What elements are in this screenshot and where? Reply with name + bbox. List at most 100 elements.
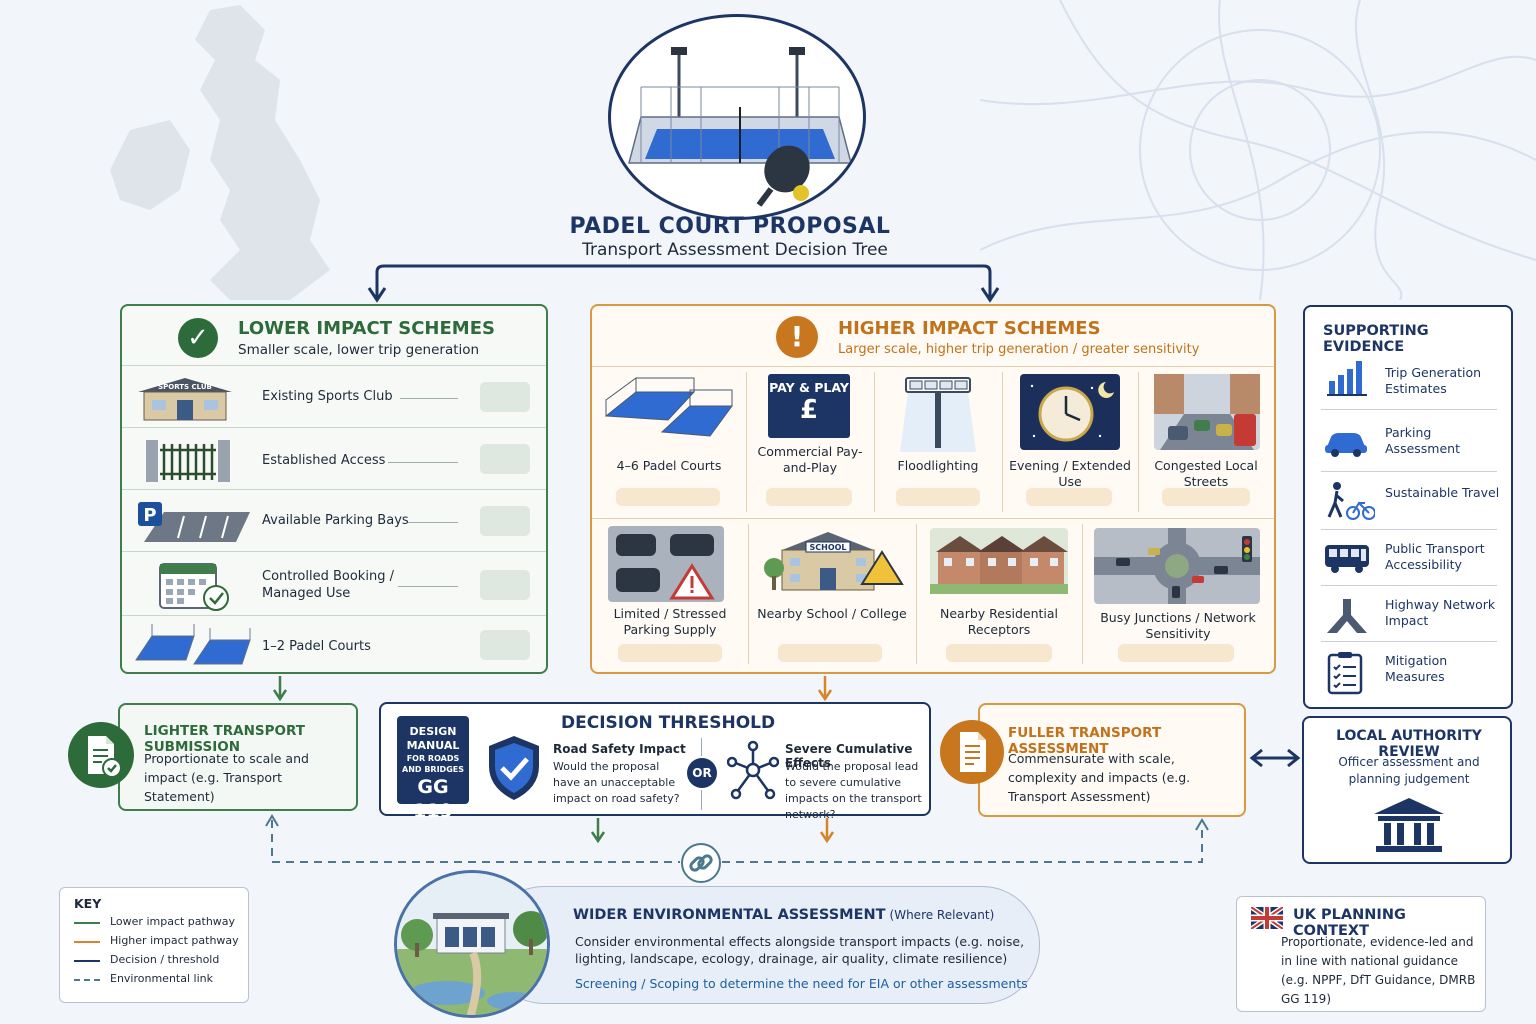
uk-planning-context-box: UK PLANNING CONTEXT Proportionate, evide… [1236, 896, 1486, 1012]
uk-map-background [90, 0, 350, 310]
lower-item-rule [398, 586, 458, 587]
link-icon [681, 843, 721, 883]
environmental-title-text: WIDER ENVIRONMENTAL ASSESSMENT [573, 907, 886, 923]
higher-item-parking-supply: Limited / Stressed Parking Supply [592, 524, 748, 672]
key-legend: KEY Lower impact pathway Higher impact p… [59, 887, 249, 1003]
lower-item-access: Established Access [122, 428, 546, 490]
supporting-divider [1321, 585, 1497, 586]
lower-item-courts: 1–2 Padel Courts [122, 616, 546, 672]
supporting-item-label: Trip Generation Estimates [1385, 365, 1505, 397]
uk-planning-text: Proportionate, evidence-led and in line … [1281, 933, 1481, 1009]
sports-club-sign: SPORTS CLUB [158, 383, 212, 391]
supporting-item-label: Mitigation Measures [1385, 653, 1505, 685]
key-swatch-dashed [74, 979, 100, 981]
padel-complex-icon [602, 376, 736, 442]
lower-impact-title: LOWER IMPACT SCHEMES [238, 318, 495, 339]
hero-illustration [608, 14, 866, 220]
car-icon [1323, 427, 1369, 457]
higher-impact-title: HIGHER IMPACT SCHEMES [838, 318, 1101, 339]
clock-icon [1020, 374, 1120, 450]
higher-item-box [618, 644, 722, 662]
lower-item-sports-club: SPORTS CLUB Existing Sports Club [122, 366, 546, 428]
padel-court-icon [611, 17, 866, 220]
higher-item-label: Floodlighting [874, 458, 1002, 474]
manual-line: AND BRIDGES [397, 764, 469, 775]
fuller-assessment-text: Commensurate with scale, complexity and … [1008, 749, 1244, 806]
manual-line: FOR ROADS [397, 753, 469, 764]
environmental-assessment-box: WIDER ENVIRONMENTAL ASSESSMENT (Where Rel… [486, 886, 1040, 1004]
higher-item-residential: Nearby Residential Receptors [916, 524, 1082, 672]
manual-line: MANUAL [397, 739, 469, 753]
or-divider [701, 738, 702, 756]
landscape-icon [397, 873, 550, 1018]
lower-impact-panel: ✓ LOWER IMPACT SCHEMES Smaller scale, lo… [120, 304, 548, 674]
higher-impact-panel: ! HIGHER IMPACT SCHEMES Larger scale, hi… [590, 304, 1276, 674]
decision-threshold-box: DECISION THRESHOLD DESIGN MANUAL FOR ROA… [379, 702, 931, 816]
higher-item-box [778, 644, 882, 662]
lower-item-rule [408, 522, 458, 523]
supporting-evidence-panel: SUPPORTING EVIDENCE Trip Generation Esti… [1303, 305, 1513, 709]
or-badge: OR [687, 758, 717, 788]
landscape-illustration [394, 870, 550, 1018]
key-swatch-green [74, 922, 100, 924]
sports-club-icon: SPORTS CLUB [132, 374, 238, 422]
bus-icon [1323, 543, 1371, 573]
higher-item-label: Congested Local Streets [1138, 458, 1274, 490]
environmental-title: WIDER ENVIRONMENTAL ASSESSMENT (Where Rel… [573, 907, 994, 923]
higher-item-box [1026, 488, 1112, 506]
higher-item-label: Nearby Residential Receptors [916, 606, 1082, 638]
higher-item-label: 4–6 Padel Courts [592, 458, 746, 474]
lighter-submission-box: LIGHTER TRANSPORT SUBMISSION Proportiona… [118, 703, 358, 811]
key-title: KEY [74, 896, 101, 911]
road-network-background [980, 0, 1536, 300]
higher-item-floodlighting: Floodlighting [874, 372, 1002, 516]
pound-symbol: £ [768, 395, 850, 425]
gate-icon [142, 434, 234, 484]
page-title: PADEL COURT PROPOSAL [520, 214, 940, 239]
fuller-assessment-box: FULLER TRANSPORT ASSESSMENT Commensurate… [978, 703, 1246, 817]
floodlight-icon [898, 374, 978, 452]
key-item-label: Environmental link [110, 972, 213, 985]
check-icon: ✓ [178, 318, 218, 358]
lower-item-parking: P Available Parking Bays [122, 490, 546, 552]
school-sign: SCHOOL [809, 543, 846, 552]
document-check-icon [68, 722, 134, 788]
road-junction-icon [1325, 597, 1369, 635]
key-swatch-navy [74, 960, 100, 962]
lower-impact-header: ✓ LOWER IMPACT SCHEMES Smaller scale, lo… [122, 306, 546, 366]
higher-item-courts: 4–6 Padel Courts [592, 372, 746, 516]
key-item-label: Decision / threshold [110, 953, 219, 966]
key-item-label: Lower impact pathway [110, 915, 235, 928]
exclamation-icon: ! [776, 316, 818, 358]
manual-line: GG 119 [397, 775, 469, 823]
higher-item-congested: Congested Local Streets [1138, 372, 1274, 516]
higher-item-box [1162, 488, 1250, 506]
lower-item-box [480, 382, 530, 412]
lighter-submission-text: Proportionate to scale and impact (e.g. … [144, 749, 354, 806]
higher-impact-subtitle: Larger scale, higher trip generation / g… [838, 342, 1199, 357]
lower-item-rule [388, 462, 458, 463]
parking-icon: P [134, 498, 252, 546]
roundabout-icon [1094, 528, 1260, 604]
or-divider [701, 790, 702, 810]
union-flag-icon [1251, 907, 1283, 929]
lower-item-label: Established Access [262, 452, 385, 469]
environmental-text: Consider environmental effects alongside… [575, 933, 1035, 967]
lower-impact-subtitle: Smaller scale, lower trip generation [238, 342, 479, 358]
higher-item-pay-and-play: PAY & PLAY £ Commercial Pay-and-Play [746, 372, 874, 516]
higher-item-label: Nearby School / College [748, 606, 916, 622]
lower-item-box [480, 630, 530, 660]
page-subtitle: Transport Assessment Decision Tree [520, 240, 950, 260]
supporting-divider [1321, 471, 1497, 472]
lower-item-box [480, 444, 530, 474]
higher-item-label: Limited / Stressed Parking Supply [592, 606, 748, 638]
calendar-icon [158, 558, 234, 612]
higher-item-label: Evening / Extended Use [1002, 458, 1138, 490]
manual-line: DESIGN [397, 725, 469, 739]
higher-item-box [896, 488, 980, 506]
supporting-item-label: Parking Assessment [1385, 425, 1505, 457]
lower-item-booking: Controlled Booking / Managed Use [122, 552, 546, 616]
environmental-title-qualifier: (Where Relevant) [890, 908, 995, 922]
lower-item-label: Existing Sports Club [262, 388, 393, 405]
shield-check-icon [485, 734, 543, 802]
